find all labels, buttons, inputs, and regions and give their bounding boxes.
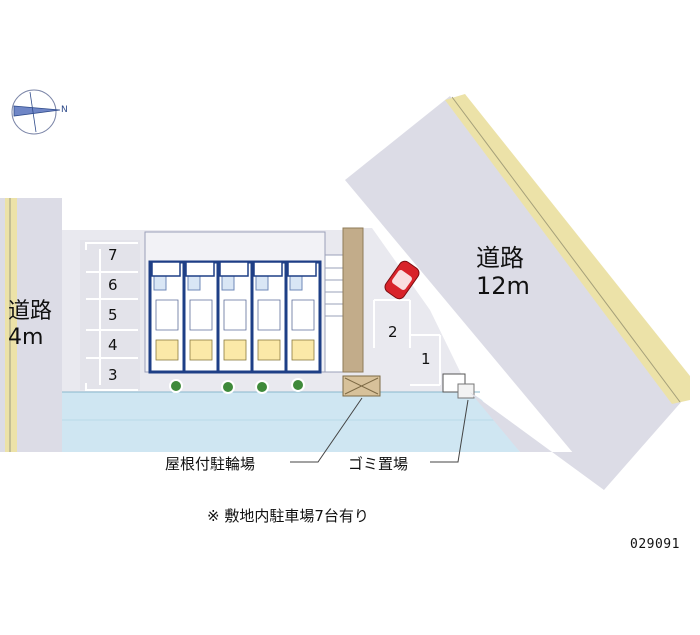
car-icon xyxy=(384,260,420,300)
compass-icon: N xyxy=(11,89,68,135)
left-road-label: 道路 4m xyxy=(8,299,52,351)
legend-leaders xyxy=(290,397,469,463)
bicycle-parking-label: 屋根付駐輪場 xyxy=(165,455,256,473)
shrubs xyxy=(169,378,305,394)
left-road xyxy=(0,198,62,452)
parking-number-7: 7 xyxy=(108,246,118,264)
parking-number-2: 2 xyxy=(388,323,398,341)
property-code: 029091 xyxy=(630,537,680,552)
parking-number-4: 4 xyxy=(108,336,118,354)
parking-stalls-right xyxy=(373,299,441,386)
covered-bicycle-parking xyxy=(342,375,381,397)
right-road xyxy=(345,94,690,490)
parking-stalls-left xyxy=(80,240,140,391)
svg-text:N: N xyxy=(61,105,68,115)
right-road-label: 道路 12m xyxy=(476,244,530,300)
parking-number-5: 5 xyxy=(108,306,118,324)
parking-note: ※ 敷地内駐車場7台有り xyxy=(207,507,369,525)
parking-number-3: 3 xyxy=(108,366,118,384)
garbage-area-label: ゴミ置場 xyxy=(348,455,409,473)
right-road-name: 道路 xyxy=(476,244,524,272)
parking-number-1: 1 xyxy=(421,350,431,368)
garbage-area xyxy=(442,373,475,399)
left-road-width: 4m xyxy=(8,325,44,350)
parking-number-6: 6 xyxy=(108,276,118,294)
apartment-building xyxy=(144,227,364,374)
right-road-width: 12m xyxy=(476,272,530,300)
left-road-name: 道路 xyxy=(8,299,53,324)
